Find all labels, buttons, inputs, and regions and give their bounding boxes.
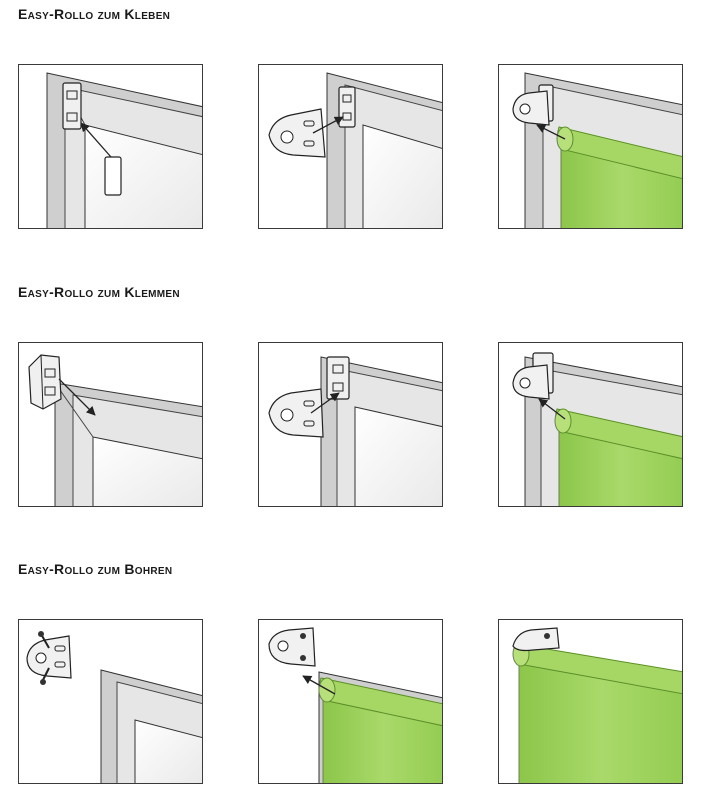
section-title-bohren: Easy-Rollo zum Bohren [18,561,173,577]
adhesive-pad [104,156,122,196]
klemmen-step-3-illustration [512,352,682,506]
kleben-step-3-illustration [512,72,682,228]
bohren-step-2-illustration [268,627,442,783]
kleben-step-2-illustration [268,72,442,228]
bohren-step-3-panel [498,619,683,784]
clamp-clip [28,354,62,410]
bohren-step-2-panel [258,619,443,784]
kleben-step-1-illustration [46,72,202,228]
klemmen-step-2-illustration [268,356,442,506]
kleben-step-3-panel [498,64,683,229]
bracket [268,108,326,158]
klemmen-step-3-panel [498,342,683,507]
drill-bracket [26,635,72,679]
kleben-step-2-panel [258,64,443,229]
section-title-kleben: Easy-Rollo zum Kleben [18,6,171,22]
bohren-step-3-illustration [512,627,682,783]
bohren-step-1-illustration [26,631,202,783]
klemmen-step-1-illustration [28,354,202,506]
section-title-klemmen: Easy-Rollo zum Klemmen [18,284,180,300]
screw-bottom [42,667,50,681]
kleben-step-1-panel [18,64,203,229]
adhesive-clip [62,82,82,130]
klemmen-step-2-panel [258,342,443,507]
klemmen-step-1-panel [18,342,203,507]
bohren-step-1-panel [18,619,203,784]
